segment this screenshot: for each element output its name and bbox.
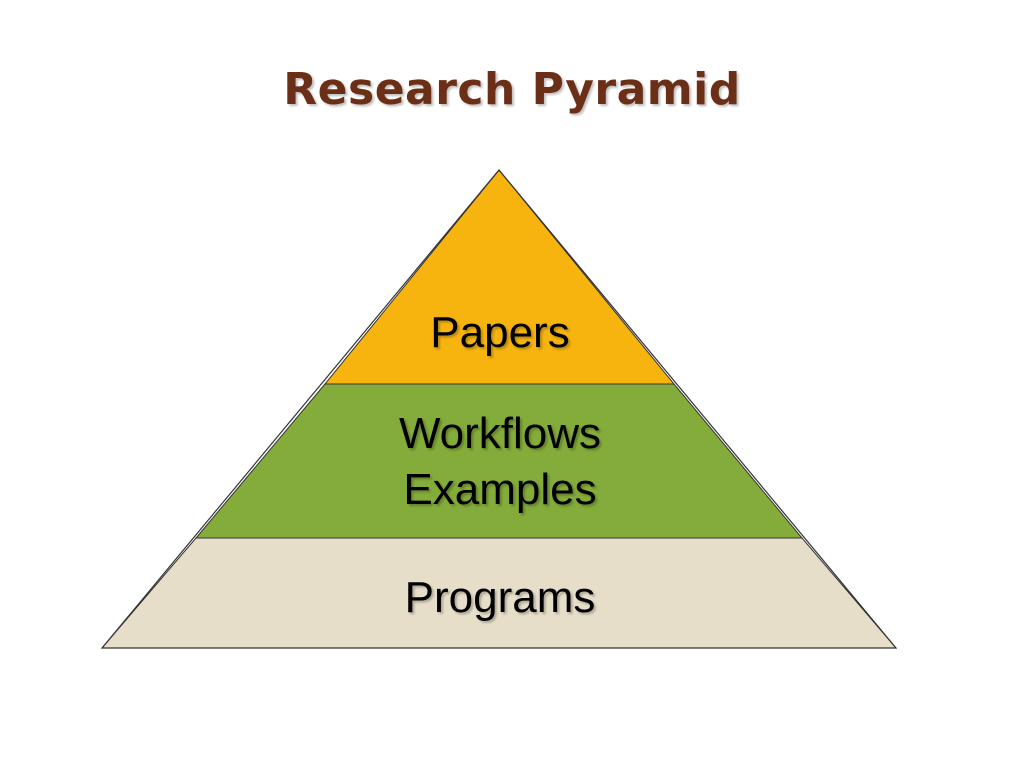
tier-label-line: Programs	[404, 573, 596, 622]
pyramid-tier-top-label: Papers	[300, 305, 700, 361]
slide-title: Research Pyramid	[283, 64, 741, 115]
pyramid-tier-middle-label: Workflows Examples	[300, 406, 700, 518]
tier-label-line: Examples	[403, 465, 597, 514]
pyramid-outline	[100, 169, 898, 649]
pyramid-tier-bottom-label: Programs	[300, 570, 700, 626]
tier-label-line: Workflows	[398, 409, 602, 458]
tier-label-line: Papers	[430, 308, 570, 357]
